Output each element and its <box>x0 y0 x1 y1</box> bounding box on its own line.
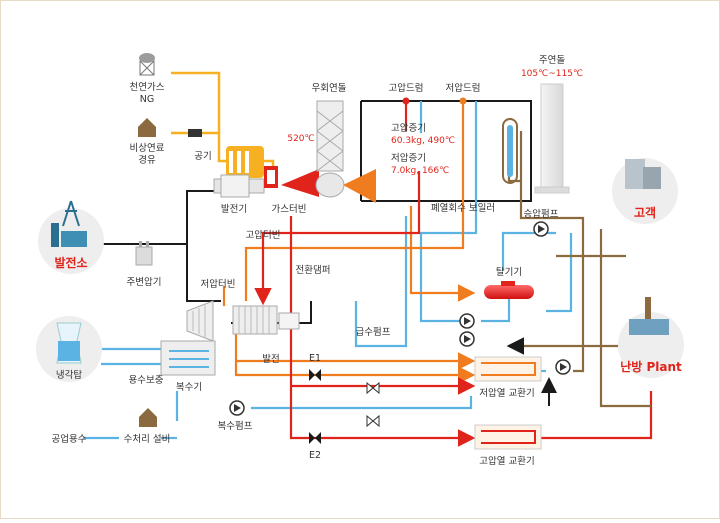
heating-pump-icon <box>555 359 571 375</box>
condenser-icon <box>160 340 216 376</box>
natural-gas-tank-icon <box>139 53 155 76</box>
feed-pump-icon-1 <box>459 313 475 329</box>
turbine-coupling-icon <box>278 312 300 330</box>
condensate-pump-icon <box>229 400 245 416</box>
hp-heat-exchanger-icon <box>474 424 542 450</box>
lp-turbine-icon <box>186 300 214 342</box>
lp-heat-exchanger-icon <box>474 356 542 382</box>
e2-label: E2 <box>309 450 321 461</box>
switch-damper-label: 전환댐퍼 <box>296 264 331 276</box>
valve-e1-icon <box>309 369 321 381</box>
feed-pump-icon-2 <box>459 331 475 347</box>
bypass-stack-label: 우회연돌 <box>312 83 347 94</box>
feed-pump-label: 급수펌프 <box>356 326 391 338</box>
main-stack-icon <box>534 83 570 194</box>
low-pressure-steam-lines <box>222 101 476 384</box>
generator-icon <box>213 174 265 198</box>
deaerator-icon <box>484 281 534 299</box>
hp-steam-spec-label: 60.3kg, 490℃ <box>391 136 455 146</box>
backup-fuel-sub-label: 경유 <box>138 154 156 166</box>
backup-fuel-label: 비상연료 <box>130 143 165 154</box>
cooling-tower-label: 냉각탑 <box>56 369 82 381</box>
booster-pump-label: 승압펌프 <box>524 208 559 220</box>
valve-hp-icon <box>366 414 380 428</box>
air-label: 공기 <box>194 151 211 162</box>
gas-turbine-label: 가스터빈 <box>272 204 307 215</box>
deaerator-label: 탈기기 <box>496 266 522 278</box>
hrsg-label: 폐열회수 보일러 <box>431 202 495 214</box>
lng-label: 천연가스 <box>130 82 165 93</box>
main-transformer-icon <box>135 241 153 266</box>
main-transformer-label: 주변압기 <box>127 276 162 288</box>
hrsg-coil-inner <box>507 125 513 177</box>
lp-steam-label: 저압증기 <box>391 152 426 164</box>
cooling-tower-badge <box>36 316 102 382</box>
lp-drum-label: 저압드럼 <box>446 82 481 94</box>
lp-steam-spec-label: 7.0kg, 166℃ <box>391 166 449 176</box>
lp-drum-marker <box>459 97 467 105</box>
gas-turbine-icon <box>264 166 319 197</box>
hrsg-inlet-icon <box>343 169 376 203</box>
booster-pump-icon <box>533 221 549 237</box>
water-treatment-label: 수처리 설비 <box>124 433 171 445</box>
power-station-badge <box>38 200 104 274</box>
generation-label: 발전 <box>262 354 279 365</box>
temp-520-label: 520℃ <box>287 134 314 144</box>
e1-label: E1 <box>309 353 321 364</box>
lp-heat-exchanger-label: 저압열 교환기 <box>479 387 534 399</box>
hp-turbine-label: 고압터빈 <box>246 229 281 241</box>
main-stack-temp-label: 105℃~115℃ <box>521 69 583 79</box>
hp-drum-label: 고압드럼 <box>389 82 424 94</box>
high-pressure-steam-lines <box>254 101 653 447</box>
hp-steam-label: 고압증기 <box>391 122 426 134</box>
main-stack-label: 주연돌 <box>539 55 565 66</box>
power-station-label: 발전소 <box>54 255 87 270</box>
bypass-stack-icon <box>315 100 345 198</box>
condensate-pump-label: 복수펌프 <box>218 420 253 432</box>
valve-e2-icon <box>309 432 321 444</box>
valve-lp-icon <box>366 381 380 395</box>
customer-badge <box>612 158 678 224</box>
makeup-water-label: 용수보충 <box>129 375 164 386</box>
water-treatment-icon <box>139 408 157 427</box>
lp-turbine-label: 저압터빈 <box>201 278 236 290</box>
electric-lines <box>103 100 532 324</box>
condenser-label: 복수기 <box>176 382 202 393</box>
water-lines <box>83 101 573 440</box>
air-intake-icon <box>226 146 264 178</box>
lng-sub-label: NG <box>140 94 154 105</box>
generator-label: 발전기 <box>221 204 247 215</box>
hrsg-coils <box>502 118 518 184</box>
industrial-water-label: 공업용수 <box>52 433 87 445</box>
hp-drum-marker <box>402 97 410 105</box>
fuel-valve-icon <box>188 129 202 137</box>
hp-turbine-icon <box>232 305 278 335</box>
heating-plant-label: 난방 Plant <box>620 359 682 374</box>
heating-plant-badge <box>618 297 684 378</box>
customer-label: 고객 <box>634 206 656 220</box>
hp-heat-exchanger-label: 고압열 교환기 <box>479 455 534 467</box>
backup-fuel-icon <box>138 118 156 137</box>
